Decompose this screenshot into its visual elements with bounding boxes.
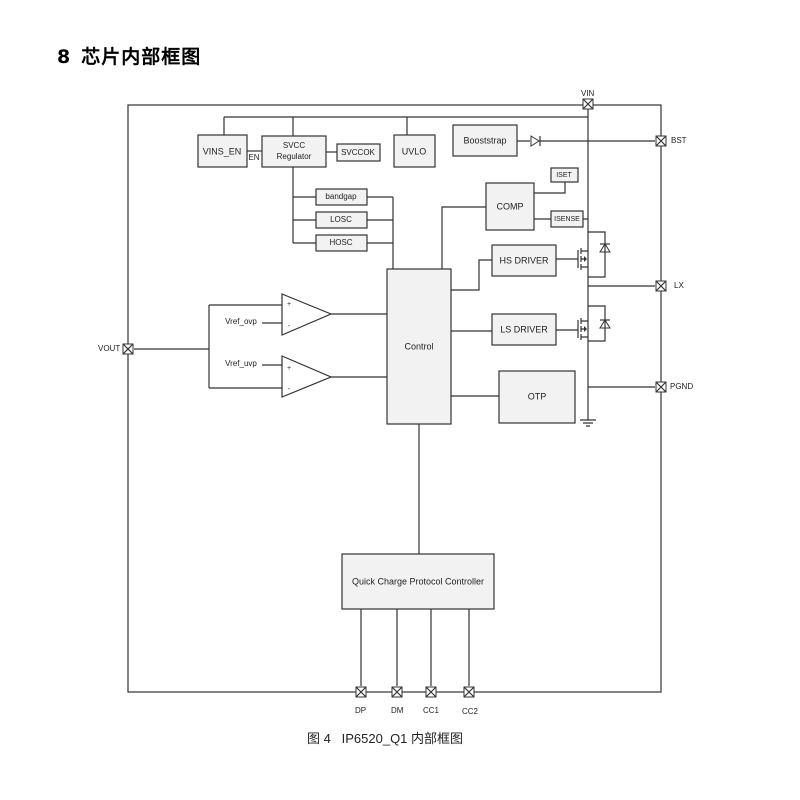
iset-label: ISET: [556, 172, 572, 179]
diode-icon: [530, 135, 541, 147]
hosc-label: HOSC: [329, 238, 352, 247]
vref-uvp-label: Vref_uvp: [225, 359, 257, 368]
pin-cc1-label: CC1: [423, 706, 440, 715]
bandgap-label: bandgap: [325, 192, 357, 201]
uvp-plus: +: [287, 365, 291, 372]
svcc-branches: [292, 167, 316, 244]
uvp-minus: -: [288, 386, 291, 393]
svccok-label: SVCCOK: [341, 148, 375, 157]
section-heading: 8 芯片内部框图: [57, 42, 201, 69]
qc-pin-lines: [360, 609, 470, 686]
otp-label: OTP: [528, 391, 547, 401]
uvlo-label: UVLO: [402, 146, 427, 156]
isense-block: ISENSE: [550, 210, 584, 228]
comp-block: COMP: [485, 182, 535, 231]
figure-title: IP6520_Q1 内部框图: [341, 731, 464, 746]
hs-driver-label: HS DRIVER: [499, 255, 549, 265]
pin-vin-label: VIN: [581, 89, 595, 98]
pin-pgnd-label: PGND: [670, 382, 693, 391]
ovp-plus: +: [287, 301, 291, 308]
ls-driver-label: LS DRIVER: [500, 324, 548, 334]
pin-cc1: CC1: [423, 686, 440, 715]
vref-ovp-label: Vref_ovp: [225, 317, 257, 326]
pin-dp-label: DP: [355, 706, 366, 715]
pin-vout-label: VOUT: [98, 344, 120, 353]
svcc-label-2: Regulator: [277, 152, 312, 161]
pin-dm: DM: [391, 686, 404, 715]
hosc-block: HOSC: [315, 234, 368, 252]
en-label: EN: [248, 153, 259, 162]
control-comp-link: [441, 206, 486, 269]
isense-label: ISENSE: [554, 216, 580, 223]
control-block: Control: [386, 268, 452, 425]
qc-controller-label: Quick Charge Protocol Controller: [352, 576, 484, 586]
figure-caption: 图 4 IP6520_Q1 内部框图: [0, 728, 770, 747]
otp-block: OTP: [498, 370, 576, 424]
pin-dm-label: DM: [391, 706, 404, 715]
bandgap-block: bandgap: [315, 188, 368, 206]
ovp-comparator-icon: + -: [281, 293, 333, 336]
driver-gate-links: [556, 258, 578, 331]
vins-en-block: VINS_EN: [197, 134, 248, 168]
pin-vout: VOUT: [98, 343, 134, 355]
losc-label: LOSC: [330, 215, 352, 224]
pin-cc2: CC2: [462, 686, 479, 716]
comp-label: COMP: [497, 201, 524, 211]
figure-number: 图 4: [306, 731, 331, 746]
control-driver-links: [451, 259, 492, 332]
rail-drops: [223, 117, 408, 136]
iset-block: ISET: [550, 167, 579, 183]
ovp-minus: -: [288, 323, 291, 330]
pin-dp: DP: [355, 686, 367, 715]
iset-link: [534, 182, 566, 194]
uvlo-block: UVLO: [393, 134, 436, 168]
pin-vin: VIN: [581, 89, 595, 110]
vins-en-label: VINS_EN: [203, 146, 242, 156]
pin-bst-label: BST: [671, 136, 687, 145]
hs-mosfet-icon: [577, 231, 611, 278]
pin-pgnd: PGND: [655, 381, 693, 393]
uvp-comparator-icon: + -: [281, 355, 333, 398]
svccok-block: SVCCOK: [336, 143, 381, 162]
pin-cc2-label: CC2: [462, 707, 479, 716]
ls-mosfet-icon: [577, 305, 611, 342]
section-number: 8: [57, 46, 72, 68]
booststrap-block: Booststrap: [452, 124, 518, 157]
pin-lx: LX: [655, 280, 684, 292]
vout-net: [134, 304, 282, 389]
booststrap-label: Booststrap: [463, 135, 506, 145]
section-title: 芯片内部框图: [81, 46, 202, 68]
qc-controller-block: Quick Charge Protocol Controller: [341, 553, 495, 610]
losc-block: LOSC: [315, 211, 368, 229]
comparator-outputs: [331, 313, 387, 378]
svcc-regulator-block: SVCC Regulator: [261, 135, 327, 168]
hs-driver-block: HS DRIVER: [491, 244, 557, 277]
ls-driver-block: LS DRIVER: [491, 313, 557, 346]
pin-bst: BST: [655, 135, 687, 147]
ground-icon: [580, 419, 596, 427]
control-label: Control: [404, 341, 433, 351]
osc-to-control: [367, 196, 394, 269]
svcc-label-1: SVCC: [283, 141, 305, 150]
pin-lx-label: LX: [674, 281, 684, 290]
